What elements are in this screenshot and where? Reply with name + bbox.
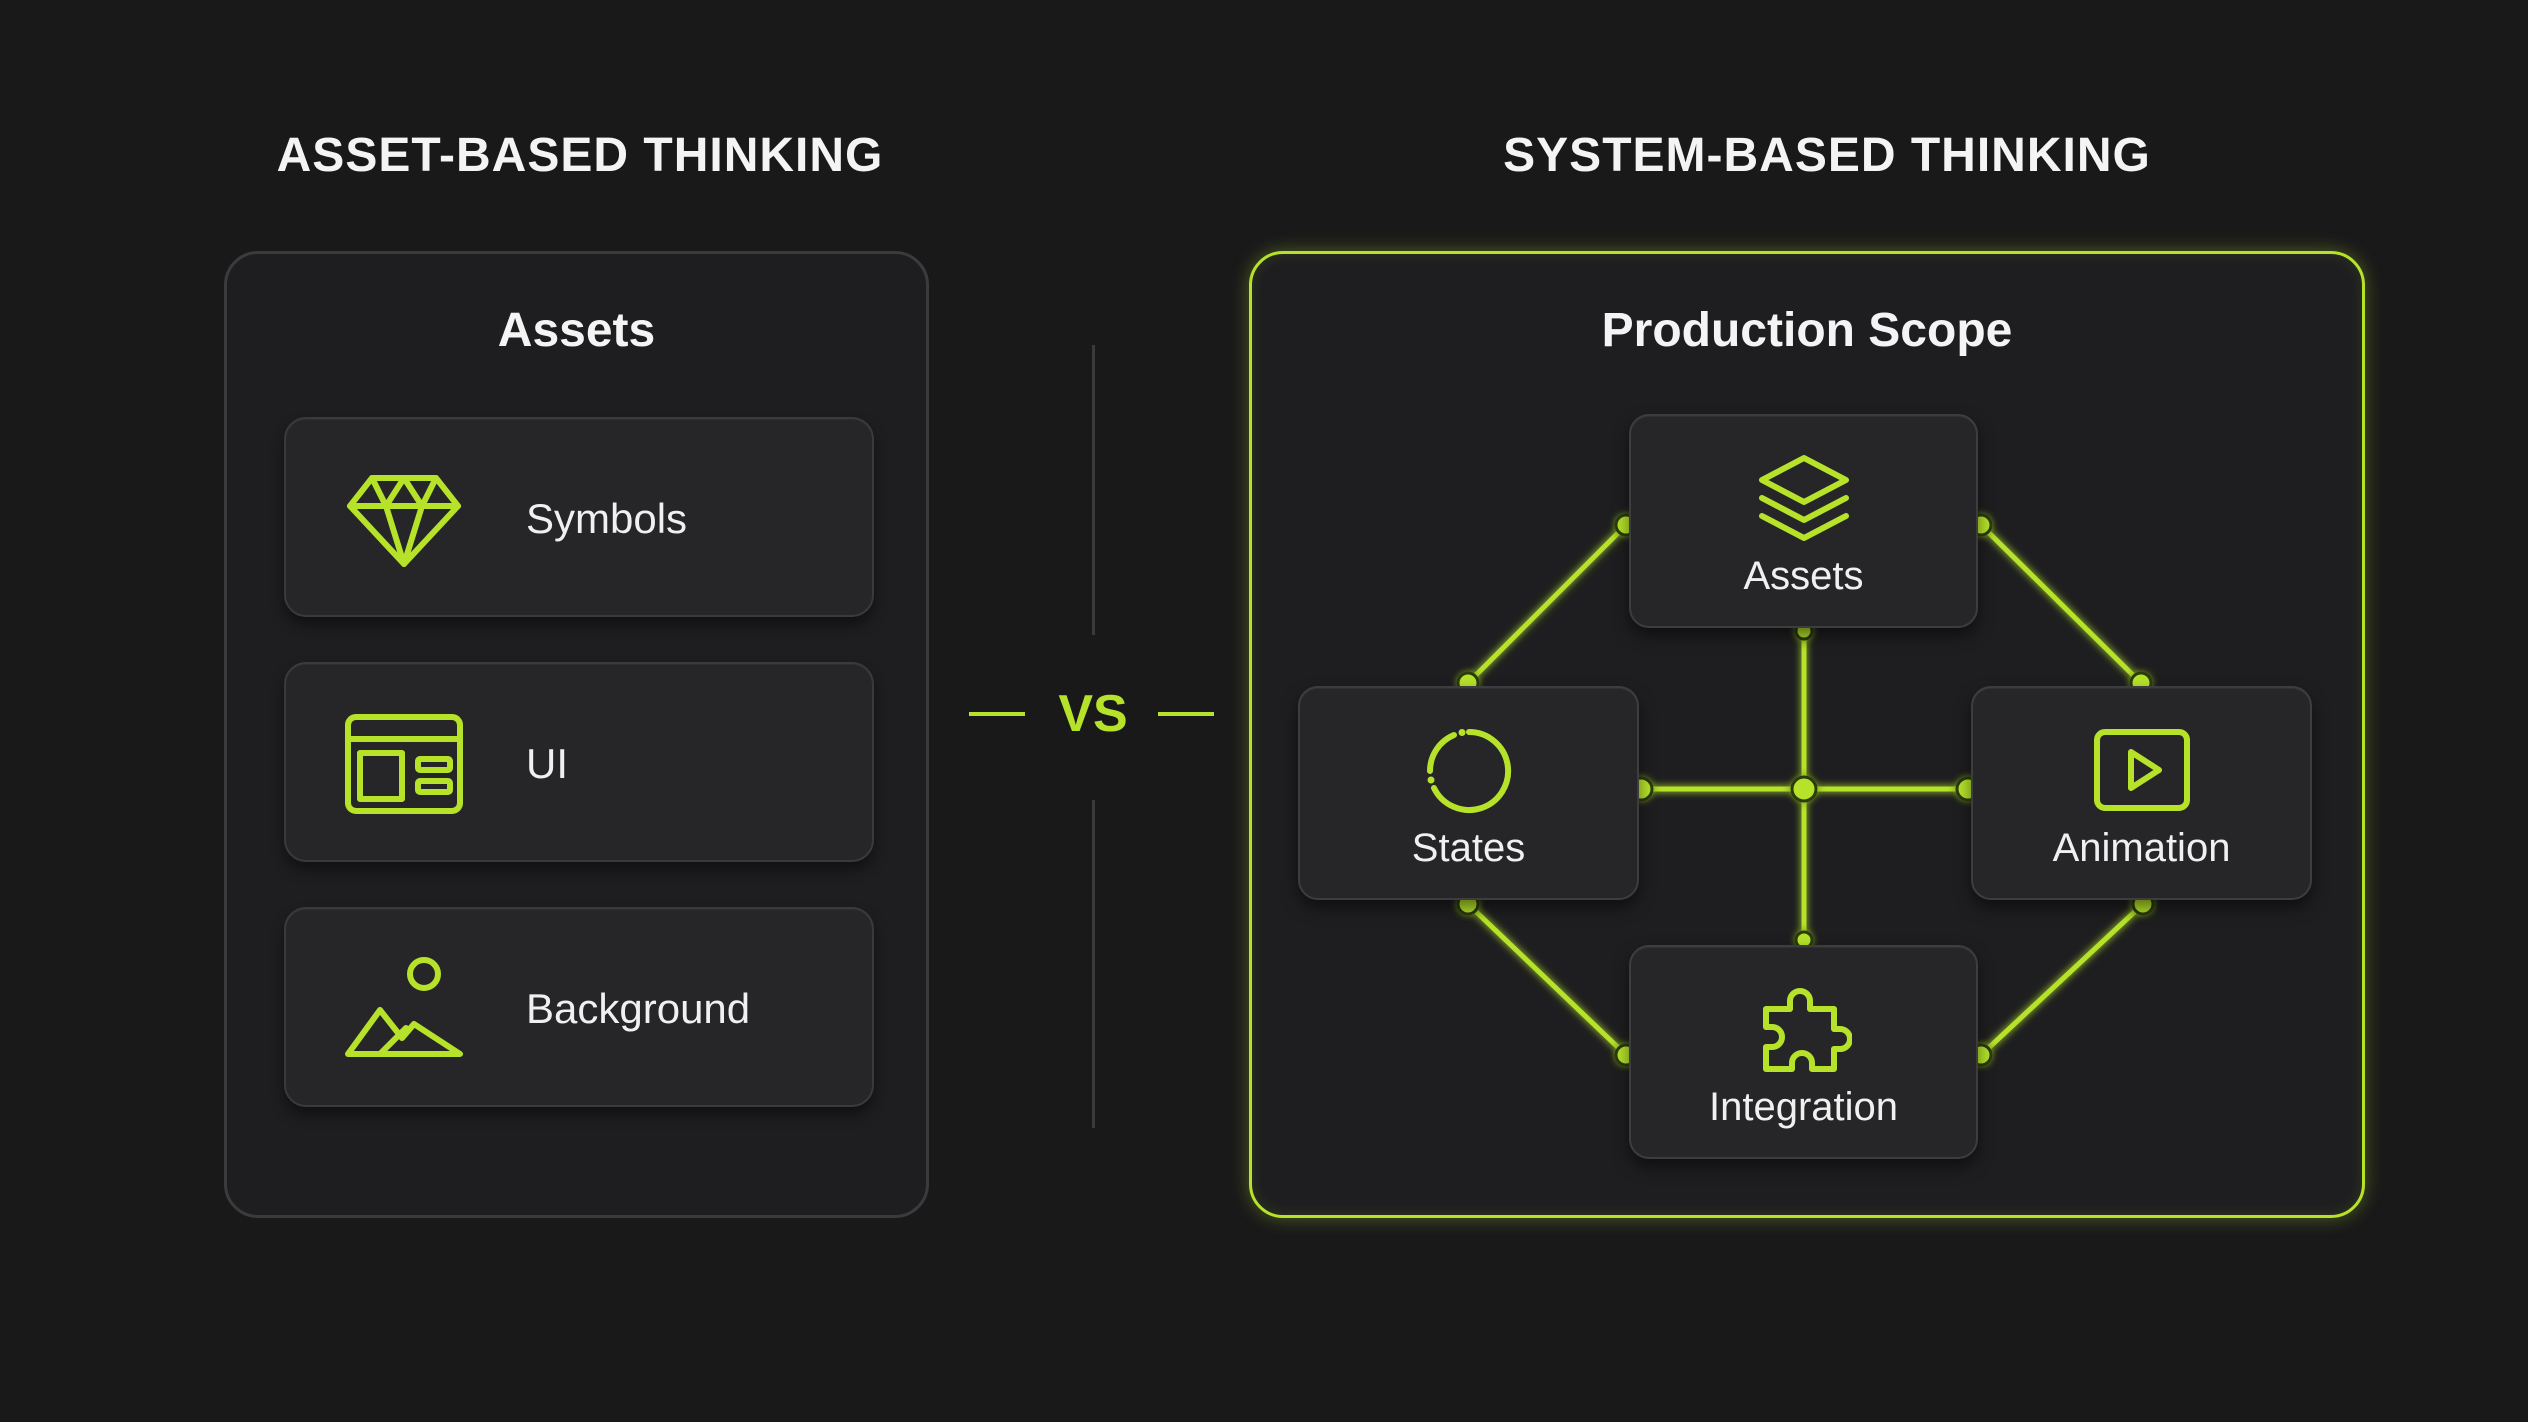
production-scope-title: Production Scope [1601, 304, 2013, 357]
vs-dash-right [1158, 712, 1214, 716]
asset-card-symbols: Symbols [284, 417, 874, 617]
layers-icon [1758, 455, 1849, 541]
layout-icon [345, 714, 463, 814]
node-animation-label: Animation [2052, 826, 2231, 870]
node-assets-label: Assets [1743, 554, 1864, 598]
asset-label-symbols: Symbols [526, 495, 688, 542]
play-icon [2093, 729, 2190, 811]
system-based-heading: SYSTEM-BASED THINKING [1503, 129, 2151, 182]
node-assets: Assets [1629, 414, 1978, 628]
node-animation: Animation [1971, 686, 2312, 900]
vs-dash-left [969, 712, 1025, 716]
landscape-icon [345, 957, 463, 1057]
node-states-label: States [1411, 826, 1526, 870]
puzzle-icon [1762, 988, 1852, 1072]
diamond-icon [347, 475, 461, 567]
dashed-circle-icon [1426, 728, 1511, 813]
node-integration: Integration [1629, 945, 1978, 1159]
assets-panel-title: Assets [497, 304, 656, 357]
vs-label: VS [1058, 685, 1128, 743]
asset-based-heading: ASSET-BASED THINKING [276, 129, 884, 182]
divider-line-bottom [1092, 800, 1095, 1128]
asset-card-ui: UI [284, 662, 874, 862]
asset-card-background: Background [284, 907, 874, 1107]
asset-label-background: Background [526, 985, 751, 1032]
node-integration-label: Integration [1708, 1085, 1899, 1129]
divider-line-top [1092, 345, 1095, 635]
node-states: States [1298, 686, 1639, 900]
asset-label-ui: UI [526, 740, 568, 787]
